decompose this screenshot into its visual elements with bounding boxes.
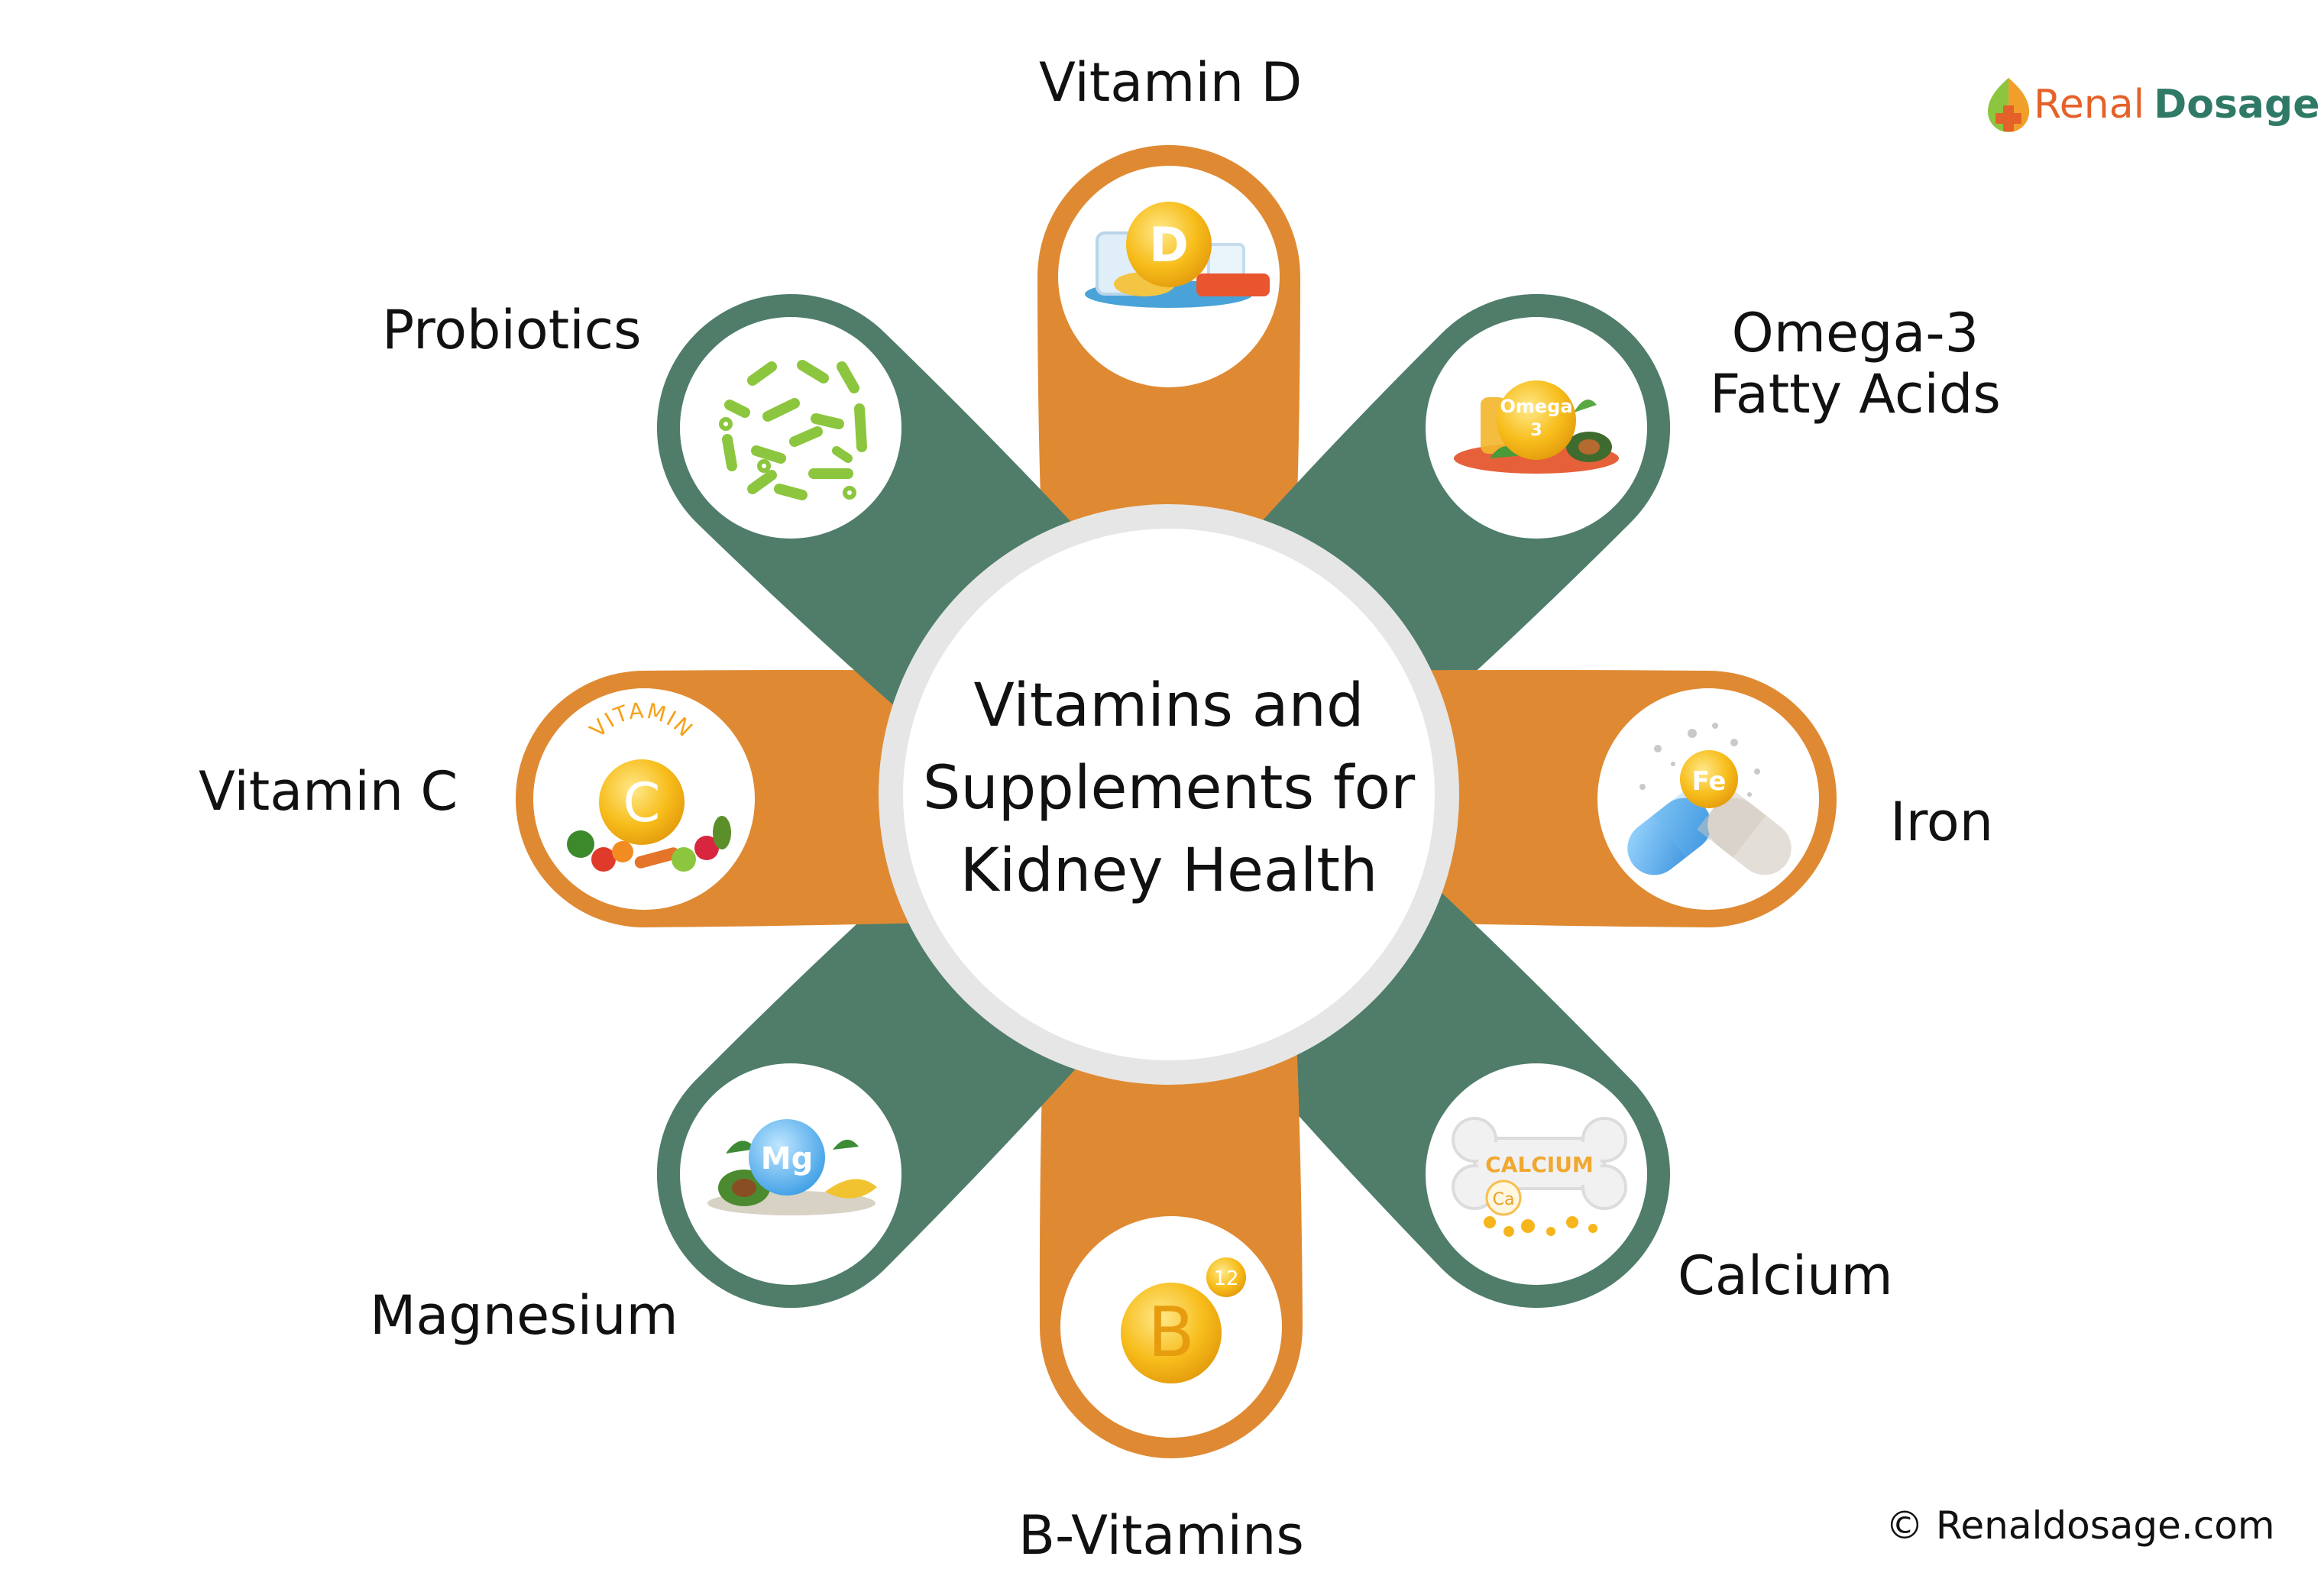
label-omega-3-line2: Fatty Acids — [1710, 363, 2001, 426]
vitamin-d-food-icon: D — [1085, 202, 1270, 308]
iron-badge: Fe — [1692, 766, 1727, 797]
label-iron: Iron — [1890, 791, 1994, 853]
label-omega-3-line1: Omega-3 — [1731, 302, 1979, 364]
label-omega-3: Omega-3 Fatty Acids — [1710, 303, 2001, 425]
iron-capsule-icon: Fe — [1627, 723, 1792, 875]
probiotics-bacteria-icon — [719, 360, 867, 500]
label-vitamin-d: Vitamin D — [1039, 51, 1303, 114]
calcium-bone-icon: CALCIUM Ca — [1452, 1117, 1627, 1237]
label-calcium: Calcium — [1678, 1244, 1893, 1307]
vitamin-b-badge: B — [1147, 1293, 1195, 1373]
vitamin-d-badge: D — [1149, 217, 1188, 273]
logo-text-renal: Renal — [2034, 82, 2145, 128]
label-probiotics: Probiotics — [382, 299, 642, 361]
diagram-title: Vitamins and Supplements for Kidney Heal… — [886, 665, 1452, 912]
calcium-symbol: Ca — [1493, 1190, 1515, 1209]
center-disc — [903, 529, 1435, 1060]
vitamin-b12-sub: 12 — [1213, 1267, 1238, 1290]
svg-text:3: 3 — [1530, 421, 1542, 440]
magnesium-badge: Mg — [761, 1141, 813, 1176]
vitamin-c-badge: C — [623, 772, 661, 834]
svg-text:Omega: Omega — [1500, 396, 1572, 417]
vitamin-b12-icon: B 12 — [1121, 1257, 1246, 1383]
logo-text-dosage: Dosage — [2154, 82, 2320, 128]
title-line-1: Vitamins and — [973, 671, 1364, 740]
title-line-3: Kidney Health — [960, 836, 1378, 905]
omega-3-food-icon: Omega 3 — [1454, 380, 1619, 474]
copyright-notice: © Renaldosage.com — [1885, 1503, 2275, 1548]
title-line-2: Supplements for — [922, 754, 1416, 823]
label-b-vitamins: B-Vitamins — [1018, 1504, 1304, 1567]
label-magnesium: Magnesium — [370, 1284, 678, 1347]
icon-disc-probiotics — [680, 317, 901, 539]
logo-drop-icon — [1986, 76, 2031, 133]
magnesium-food-icon: Mg — [707, 1119, 877, 1215]
label-vitamin-c: Vitamin C — [199, 760, 458, 823]
calcium-badge: CALCIUM — [1485, 1152, 1594, 1177]
